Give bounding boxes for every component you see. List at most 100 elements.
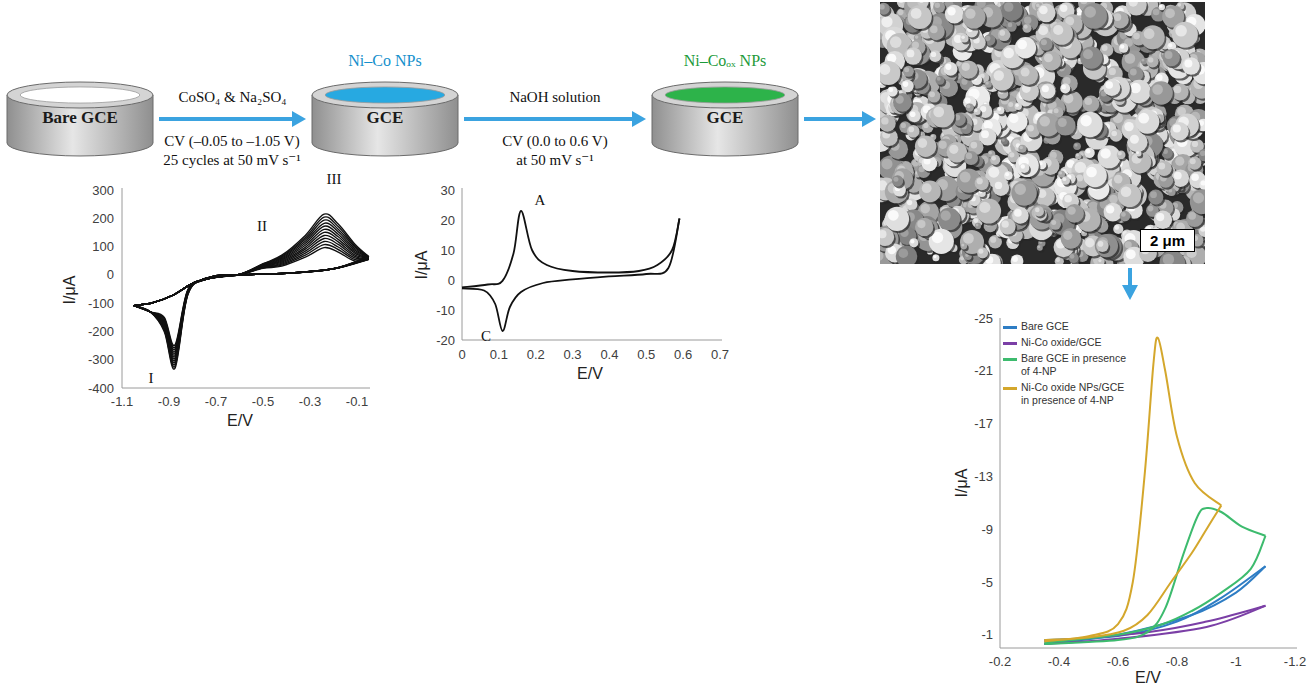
sem-grain: [1110, 129, 1123, 142]
sem-grain: [1147, 56, 1159, 68]
electrode-label: Bare GCE: [5, 108, 155, 156]
sem-grain-highlight: [967, 104, 971, 108]
sem-grain: [1097, 258, 1104, 264]
sem-grain-highlight: [1124, 122, 1133, 131]
deposition-cv-curve: [134, 257, 369, 370]
sem-grain-highlight: [1098, 259, 1101, 262]
sem-grain-highlight: [1060, 5, 1067, 12]
deposition-cv-curve: [134, 214, 369, 306]
sem-grain-highlight: [988, 167, 999, 178]
sem-grain-highlight: [1085, 98, 1093, 106]
sem-grain-highlight: [882, 158, 893, 169]
sem-grain-highlight: [989, 151, 992, 154]
sem-grain-highlight: [1009, 152, 1014, 157]
sem-grain-highlight: [935, 3, 940, 8]
sem-grain: [1073, 143, 1081, 151]
sem-grain-highlight: [973, 218, 978, 223]
deposition-cv-curve: [134, 220, 369, 306]
sem-grain-highlight: [1141, 59, 1144, 62]
arrow-shaft: [159, 117, 294, 121]
detection-chart-x-axis: [1000, 648, 1297, 649]
sem-grain-highlight: [1056, 258, 1060, 262]
deposition-cv-curve: [134, 229, 369, 305]
sem-grain-highlight: [903, 81, 909, 87]
electrode-label: GCE: [650, 108, 800, 156]
sem-grain: [1039, 38, 1052, 51]
sem-grain-highlight: [945, 64, 951, 70]
process-arrow: [159, 111, 306, 127]
down-arrow-head: [1122, 285, 1138, 300]
sem-grain-highlight: [985, 36, 990, 41]
sem-grain: [1083, 96, 1100, 113]
sem-grain-highlight: [1159, 5, 1162, 8]
sem-grain-highlight: [915, 35, 919, 39]
activation-chart-y-axis: [462, 188, 463, 340]
sem-grain-highlight: [1038, 245, 1041, 248]
electrode: Bare GCE: [5, 80, 155, 158]
detection-cv-curve: [1044, 508, 1265, 644]
arrow-head: [292, 111, 306, 127]
deposition-cv-curve: [134, 238, 369, 305]
sem-grain: [966, 104, 974, 112]
electrode-top: [652, 82, 798, 108]
sem-grain: [908, 110, 920, 122]
electrode-top: [312, 82, 458, 108]
sem-image: [880, 2, 1205, 264]
sem-grain-highlight: [1085, 238, 1094, 247]
sem-background: [880, 2, 1205, 264]
electrode: Ni–Coₒₓ NPsGCE: [650, 52, 800, 158]
sem-grain-highlight: [1009, 114, 1018, 123]
sem-grain-highlight: [939, 141, 947, 149]
arrow-head: [862, 111, 876, 127]
sem-grain-highlight: [1129, 2, 1138, 7]
sem-grain: [1188, 157, 1201, 170]
deposition-chart-y-axis: [122, 188, 123, 388]
sem-grain-highlight: [1192, 141, 1198, 147]
sem-grain-highlight: [1178, 3, 1181, 6]
sem-grain: [1141, 58, 1148, 65]
sem-grain-highlight: [962, 63, 970, 71]
sem-grain-highlight: [1150, 191, 1157, 198]
detection-cv-curve: [1044, 606, 1265, 642]
process-arrow: [464, 111, 646, 127]
sem-grain-highlight: [1076, 154, 1079, 157]
detection-cv-curve: [1044, 505, 1221, 640]
sem-grain-highlight: [1000, 30, 1006, 36]
sem-grain-highlight: [1168, 43, 1172, 47]
sem-grain-highlight: [1175, 157, 1184, 166]
sem-grain-highlight: [929, 91, 935, 97]
electrode-heading: Ni–Co NPs: [310, 52, 460, 80]
down-arrow-shaft: [1128, 268, 1132, 287]
detection-cv-curve: [1044, 566, 1265, 640]
sem-grain-highlight: [1041, 39, 1047, 45]
sem-grain-highlight: [1111, 131, 1117, 137]
activation-cv-curve: [462, 219, 680, 332]
sem-grain-highlight: [949, 145, 958, 154]
electrode: Ni–Co NPsGCE: [310, 52, 460, 158]
sem-grain-highlight: [1038, 26, 1048, 36]
sem-grain: [975, 223, 981, 229]
sem-grain: [1011, 255, 1024, 265]
sem-grain-highlight: [1190, 158, 1196, 164]
deposition-cv-curve: [134, 217, 369, 306]
electrode-top: [7, 82, 153, 108]
electrode-heading: Ni–Coₒₓ NPs: [650, 52, 800, 80]
sem-grain: [959, 60, 977, 78]
deposition-chart-x-axis: [122, 388, 370, 389]
sem-grain-highlight: [1133, 33, 1140, 40]
sem-grain-shadow: [886, 92, 912, 118]
process-arrow: [804, 111, 876, 127]
sem-grain: [944, 62, 958, 76]
sem-grain: [947, 142, 968, 163]
deposition-cv-curve: [134, 223, 369, 306]
sem-grain-highlight: [990, 237, 996, 243]
arrow-shaft: [464, 117, 634, 121]
sem-grain-highlight: [898, 10, 904, 16]
sem-grain-highlight: [1054, 108, 1059, 113]
sem-grain-highlight: [1148, 206, 1154, 212]
sem-grain: [1148, 189, 1163, 204]
detection-cv-curve: [1044, 536, 1265, 643]
sem-grain-highlight: [1148, 57, 1153, 62]
sem-grain-highlight: [931, 135, 934, 138]
